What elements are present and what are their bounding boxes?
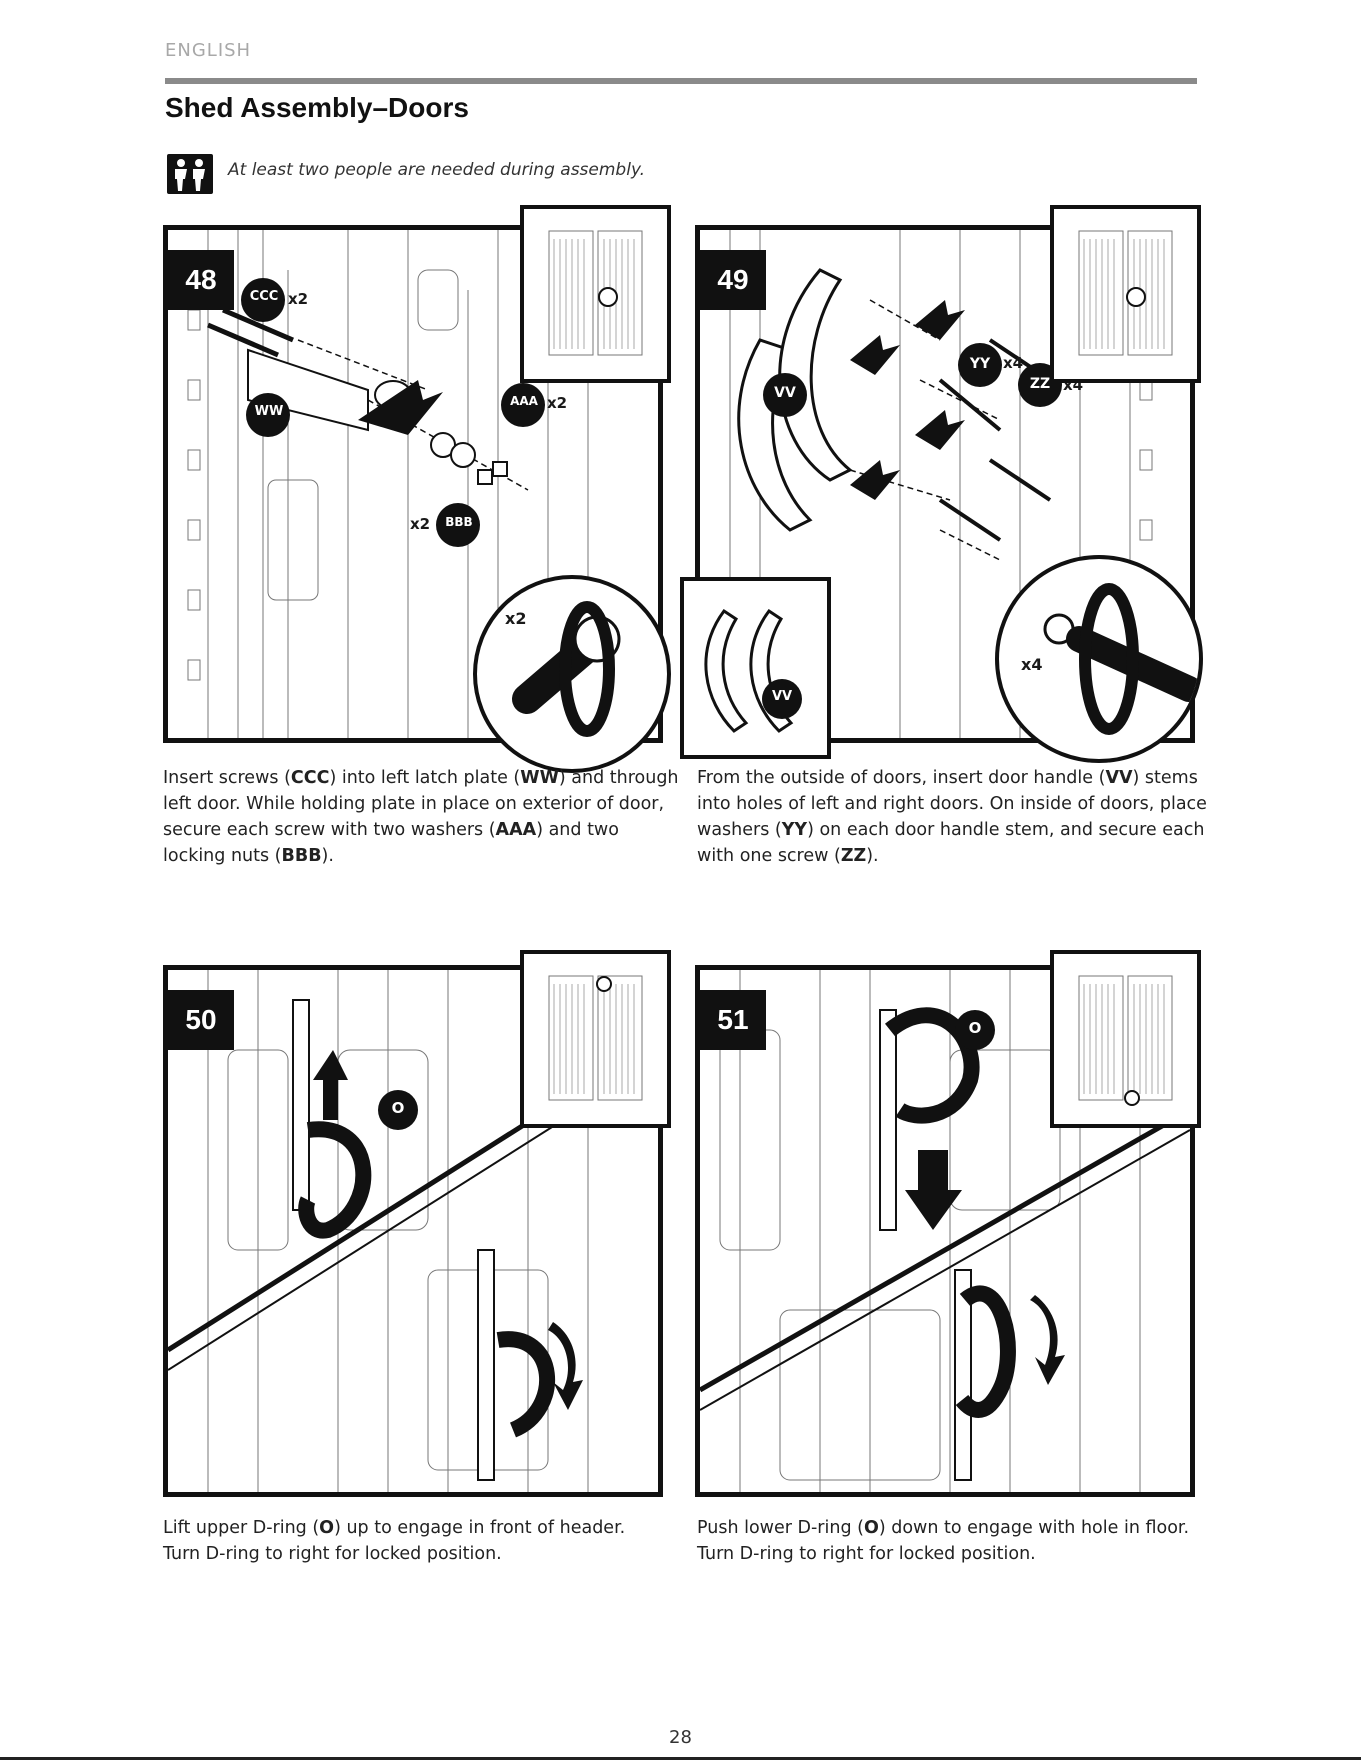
part-ref: O xyxy=(319,1518,335,1538)
step-50-caption: Lift upper D-ring (O) up to engage in fr… xyxy=(163,1515,663,1567)
screwdriver-detail xyxy=(1043,583,1199,735)
step-49-location-inset xyxy=(1050,205,1201,383)
caption-text: Lift upper D-ring ( xyxy=(163,1518,320,1538)
part-ref: BBB xyxy=(281,846,322,866)
shed-doors-thumbnail xyxy=(1078,975,1173,1106)
part-ref: AAA xyxy=(495,820,537,840)
header-rule xyxy=(165,78,1197,84)
caption-text: Insert screws ( xyxy=(163,768,291,788)
step-48-location-inset xyxy=(520,205,671,383)
step-50-location-inset xyxy=(520,950,671,1128)
wrench-detail xyxy=(512,601,621,737)
ww-callout: WW xyxy=(254,404,284,419)
page-bottom-rule xyxy=(0,1757,1361,1760)
yy-callout: YY xyxy=(969,356,991,372)
step-48-illustration xyxy=(187,230,589,738)
step-51-illustration xyxy=(700,970,1190,1492)
part-ref: CCC xyxy=(290,768,330,788)
bbb-callout: BBB xyxy=(445,515,473,529)
shed-doors-thumbnail xyxy=(548,975,643,1101)
caption-text: From the outside of doors, insert door h… xyxy=(697,768,1106,788)
caption-text: ) and two locking nuts ( xyxy=(163,820,619,866)
o-callout: O xyxy=(968,1019,982,1037)
caption-text: ) and through left door. While holding p… xyxy=(163,768,679,840)
ccc-qty: x2 xyxy=(288,290,309,308)
step-number: 51 xyxy=(700,990,766,1050)
ccc-callout: CCC xyxy=(249,289,279,304)
part-ref: VV xyxy=(1105,768,1133,788)
caption-text: ). xyxy=(321,846,334,866)
part-ref: O xyxy=(863,1518,879,1538)
step-48-zoom-circle: x2 xyxy=(473,575,671,773)
aaa-qty: x2 xyxy=(547,394,568,412)
o-callout: O xyxy=(391,1099,405,1117)
inset-vv-callout: VV xyxy=(771,689,793,704)
step-number: 49 xyxy=(700,250,766,310)
aaa-callout: AAA xyxy=(510,394,538,408)
caption-text: ) down to engage with hole in floor. Tur… xyxy=(697,1518,1190,1564)
page-number: 28 xyxy=(669,1727,692,1748)
part-ref: WW xyxy=(520,768,559,788)
handle-vv-detail xyxy=(704,608,802,733)
step-51-location-inset xyxy=(1050,950,1201,1128)
step-number: 50 xyxy=(168,990,234,1050)
part-ref: ZZ xyxy=(840,846,867,866)
step-number: 48 xyxy=(168,250,234,310)
zoom-qty: x4 xyxy=(1021,655,1043,674)
step-49-zoom-circle: x4 xyxy=(995,555,1203,763)
caption-text: ) into left latch plate ( xyxy=(329,768,521,788)
page-title: Shed Assembly–Doors xyxy=(165,92,469,123)
part-ref: YY xyxy=(781,820,808,840)
shed-doors-thumbnail xyxy=(548,230,643,356)
assembly-note: At least two people are needed during as… xyxy=(228,160,646,180)
caption-text: ). xyxy=(866,846,879,866)
shed-doors-thumbnail xyxy=(1078,230,1173,356)
step-48-caption: Insert screws (CCC) into left latch plat… xyxy=(163,765,683,869)
caption-text: ) on each door handle stem, and secure e… xyxy=(697,820,1205,866)
step-51-caption: Push lower D-ring (O) down to engage wit… xyxy=(697,1515,1197,1567)
step-49-caption: From the outside of doors, insert door h… xyxy=(697,765,1217,869)
two-people-icon xyxy=(167,154,213,194)
zoom-qty: x2 xyxy=(505,609,527,628)
yy-qty: x4 xyxy=(1003,354,1024,372)
bbb-qty: x2 xyxy=(410,515,431,533)
vv-callout: VV xyxy=(774,385,796,401)
caption-text: Push lower D-ring ( xyxy=(697,1518,864,1538)
handle-detail-inset: VV xyxy=(680,577,831,759)
caption-text: ) stems into holes of left and right doo… xyxy=(697,768,1207,840)
caption-text: ) up to engage in front of header. Turn … xyxy=(163,1518,626,1564)
language-label: ENGLISH xyxy=(165,40,252,61)
zz-callout: ZZ xyxy=(1029,376,1051,392)
